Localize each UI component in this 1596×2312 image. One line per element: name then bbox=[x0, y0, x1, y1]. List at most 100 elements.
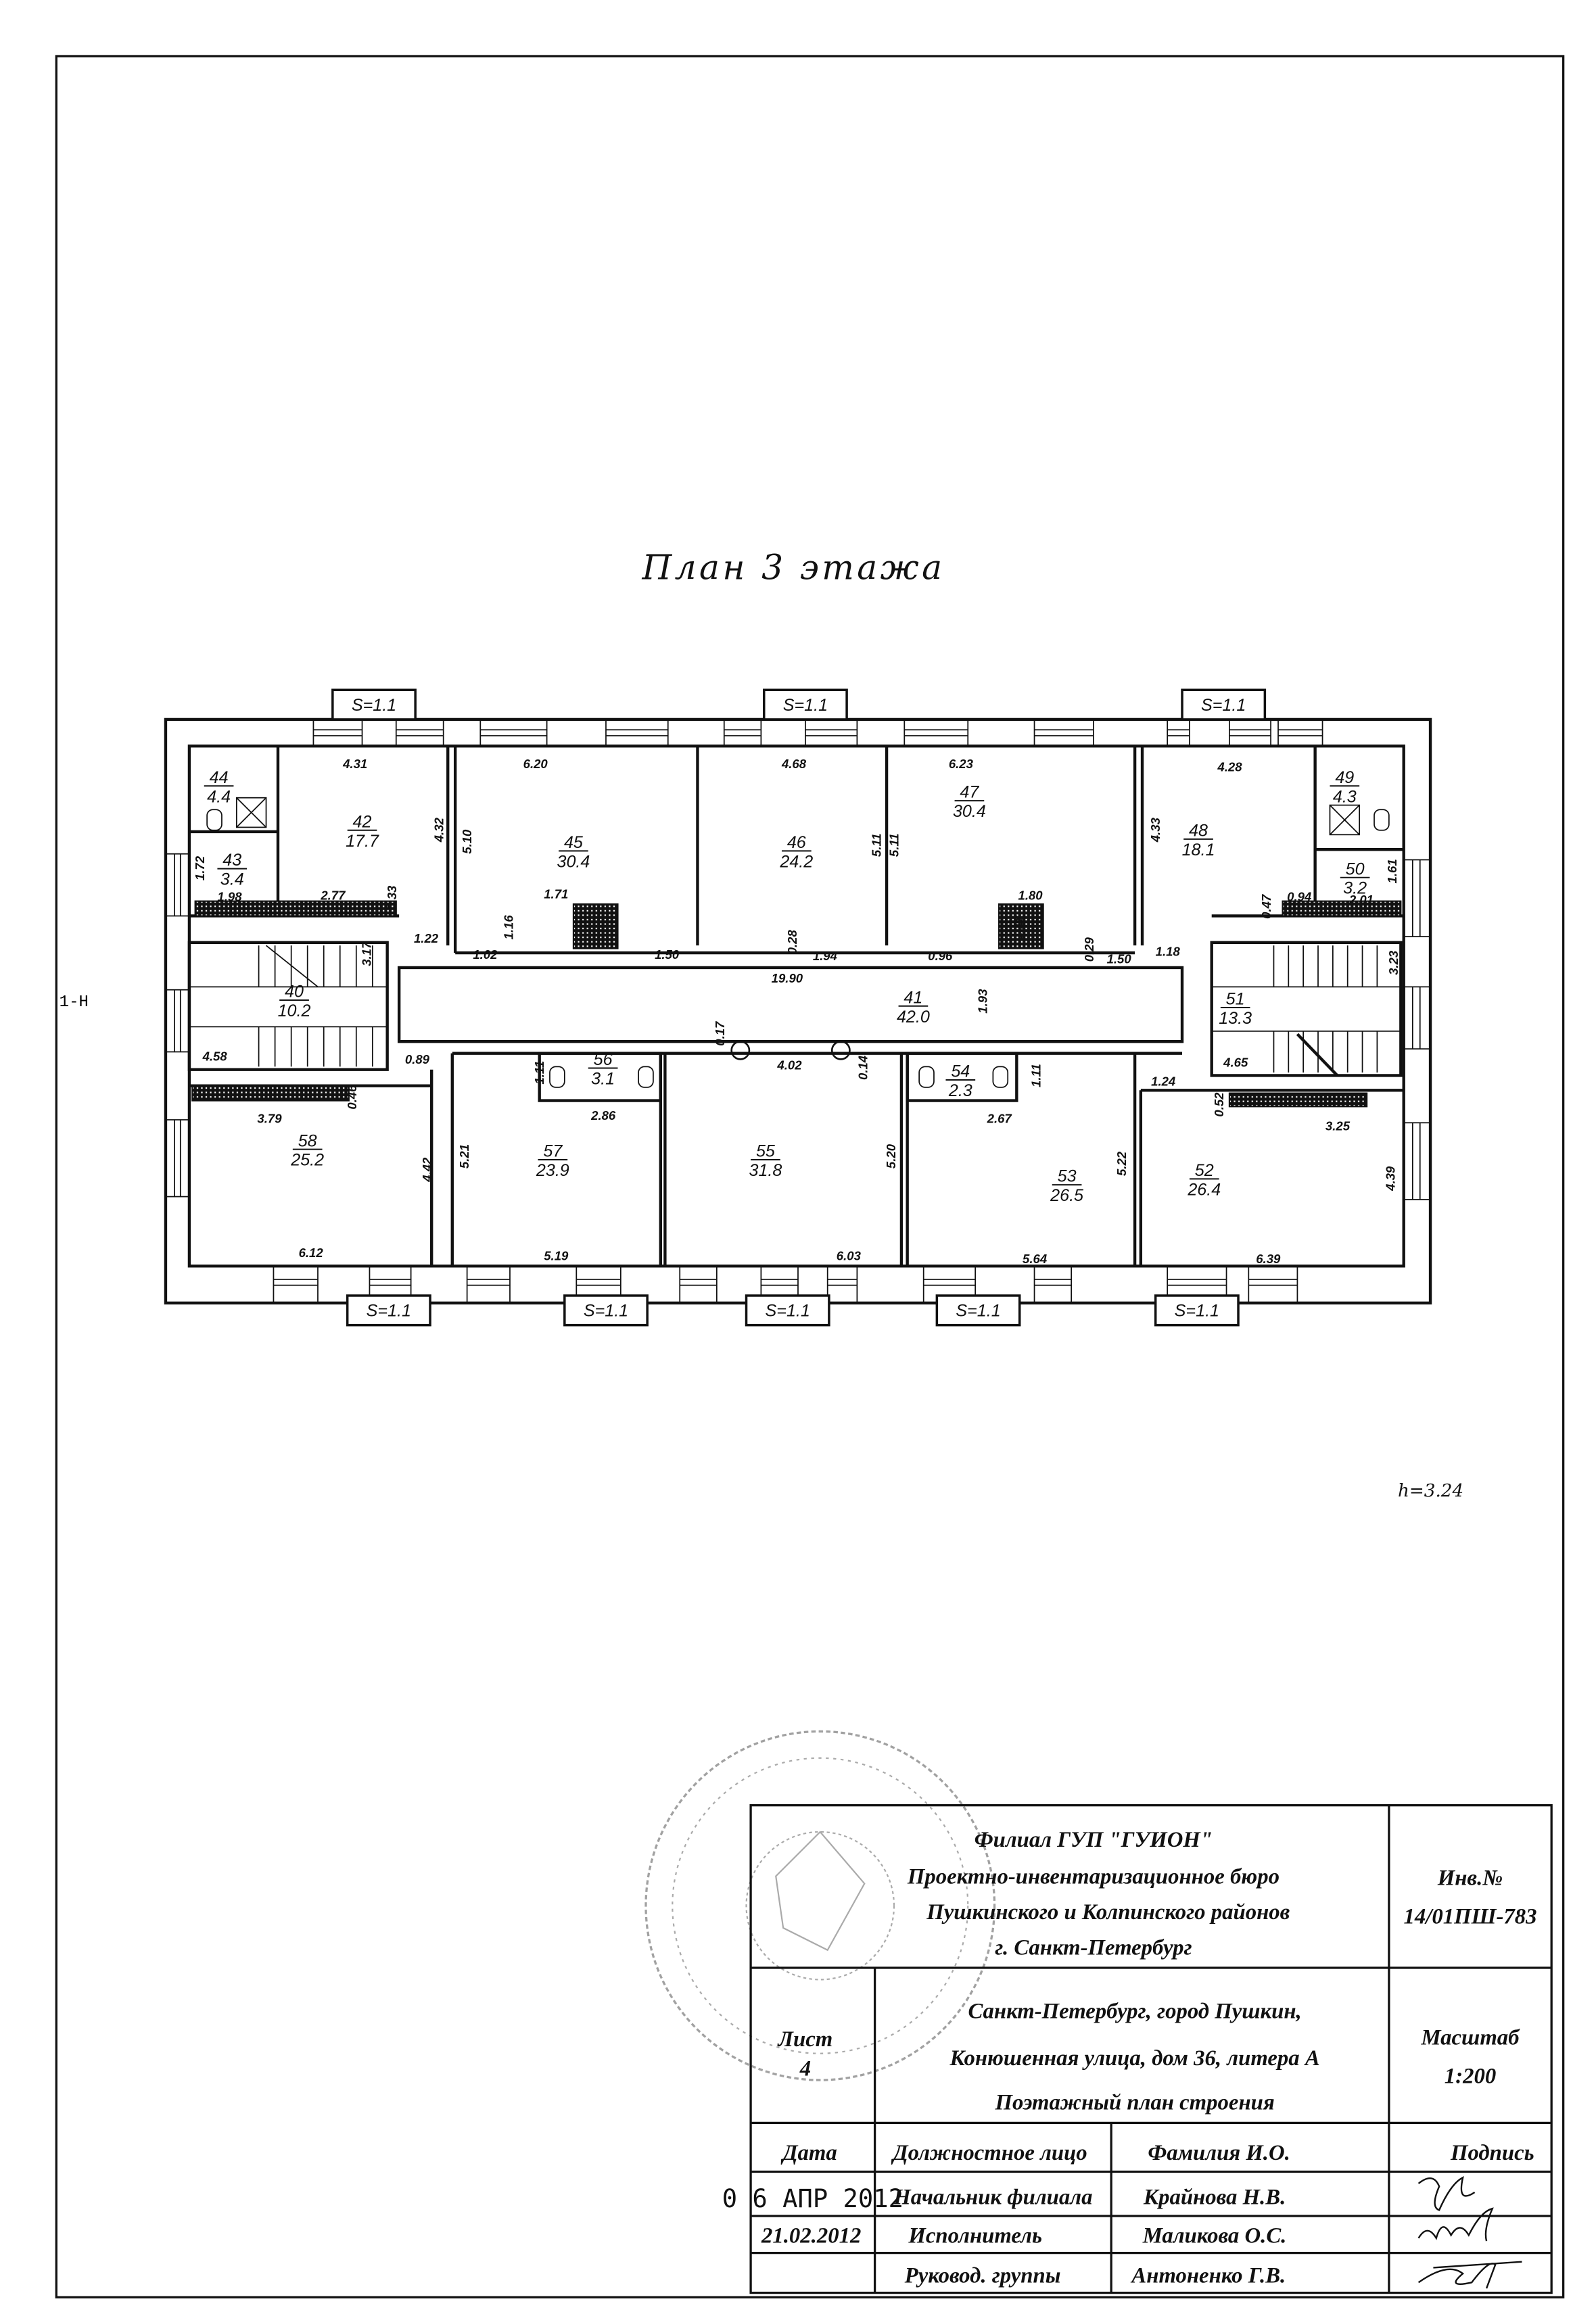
dimension-label: 2.86 bbox=[590, 1108, 616, 1123]
dimension-label: 1.16 bbox=[501, 915, 515, 940]
room-area: 26.5 bbox=[1050, 1186, 1084, 1205]
dimension-label: 1.61 bbox=[1385, 859, 1399, 883]
dimension-label: 1.94 bbox=[813, 949, 837, 963]
dimension-label: 3.23 bbox=[1386, 950, 1401, 975]
dimension-label: 4.32 bbox=[432, 817, 446, 843]
dimension-label: 0.28 bbox=[785, 930, 799, 955]
dimension-label: 5.20 bbox=[884, 1143, 898, 1169]
dimension-label: 4.65 bbox=[1223, 1055, 1248, 1069]
room-area: 42.0 bbox=[897, 1008, 930, 1027]
dimension-label: 0.17 bbox=[713, 1020, 727, 1046]
room-number: 50 bbox=[1346, 859, 1365, 878]
dimension-label: 4.31 bbox=[342, 757, 367, 771]
bay-area-label: S=1.1 bbox=[766, 1302, 810, 1321]
chimney bbox=[998, 903, 1044, 949]
bay-window: S=1.1 bbox=[563, 1294, 649, 1327]
axis-label: 1-H bbox=[60, 993, 89, 1012]
dimension-label: 4.58 bbox=[202, 1049, 228, 1064]
dimension-label: 5.19 bbox=[544, 1249, 569, 1263]
dimension-label: 2.77 bbox=[320, 888, 346, 902]
room-number: 40 bbox=[285, 983, 304, 1001]
dimension-label: 6.23 bbox=[949, 757, 974, 771]
dimension-label: 3.17 bbox=[360, 941, 374, 966]
date-stamp: 0 6 АПР 2012 bbox=[722, 2184, 903, 2213]
room-area: 23.9 bbox=[536, 1161, 569, 1180]
room-number: 55 bbox=[756, 1142, 776, 1161]
row-name: Крайнова Н.В. bbox=[1143, 2186, 1286, 2210]
row-date: 21.02.2012 bbox=[761, 2223, 861, 2248]
window bbox=[605, 719, 669, 747]
dimension-label: 1.11 bbox=[532, 1061, 546, 1085]
address-line-1: Санкт-Петербург, город Пушкин, bbox=[968, 1999, 1301, 2023]
dimension-label: 1.11 bbox=[1029, 1064, 1043, 1087]
dimension-label: 0.29 bbox=[1082, 937, 1096, 962]
room-number: 58 bbox=[298, 1131, 317, 1150]
room-number: 57 bbox=[543, 1142, 563, 1161]
room-area: 3.2 bbox=[1343, 879, 1367, 898]
bay-area-label: S=1.1 bbox=[1201, 696, 1246, 715]
dimension-label: 1.24 bbox=[1151, 1075, 1175, 1089]
round-stamp bbox=[644, 1730, 996, 2081]
window bbox=[903, 719, 969, 747]
room-area: 26.4 bbox=[1187, 1180, 1221, 1199]
window bbox=[1229, 719, 1271, 747]
room-area: 25.2 bbox=[290, 1151, 324, 1170]
dimension-label: 0.89 bbox=[405, 1052, 430, 1066]
dimension-label: 0.96 bbox=[928, 949, 953, 963]
plan-title: План 3 этажа bbox=[641, 547, 945, 587]
row-position: Начальник филиала bbox=[893, 2186, 1092, 2210]
header-name: Фамилия И.О. bbox=[1148, 2141, 1290, 2165]
header-date: Дата bbox=[780, 2141, 837, 2165]
dimension-label: 6.39 bbox=[1256, 1252, 1281, 1266]
room-area: 31.8 bbox=[749, 1161, 782, 1180]
scale-label: Масштаб bbox=[1420, 2026, 1520, 2050]
chimney bbox=[1282, 900, 1402, 917]
dimension-label: 0.14 bbox=[856, 1056, 870, 1080]
room-area: 3.4 bbox=[220, 870, 244, 889]
dimension-label: 1.80 bbox=[1018, 888, 1043, 902]
dimension-label: 2.01 bbox=[1348, 893, 1374, 907]
bay-area-label: S=1.1 bbox=[352, 696, 396, 715]
room-label: 494.3 bbox=[1330, 768, 1360, 806]
room-number: 42 bbox=[353, 812, 372, 831]
chimney bbox=[1228, 1092, 1368, 1108]
dimension-label: 4.02 bbox=[776, 1058, 802, 1072]
document-type: Поэтажный план строения bbox=[994, 2091, 1274, 2115]
window bbox=[479, 719, 548, 747]
chimney bbox=[572, 903, 619, 949]
inv-number: 14/01ПШ-783 bbox=[1404, 1904, 1537, 1929]
room-number: 49 bbox=[1335, 768, 1354, 787]
room-number: 44 bbox=[210, 768, 229, 787]
room-label: 433.4 bbox=[217, 851, 248, 889]
dimension-label: 3.25 bbox=[1325, 1118, 1351, 1133]
org-city: г. Санкт-Петербург bbox=[995, 1935, 1192, 1960]
dimension-label: 5.11 bbox=[869, 833, 883, 857]
dimension-label: 5.21 bbox=[457, 1144, 471, 1169]
dimension-label: 1.93 bbox=[976, 989, 990, 1014]
window bbox=[679, 1265, 718, 1304]
room-label: 563.1 bbox=[588, 1050, 618, 1089]
room-number: 56 bbox=[594, 1050, 613, 1069]
room-number: 48 bbox=[1189, 822, 1208, 841]
window bbox=[1167, 719, 1190, 747]
sheet-label: Лист bbox=[777, 2027, 833, 2052]
window bbox=[723, 719, 762, 747]
dimension-label: 1.02 bbox=[473, 947, 498, 962]
signatures bbox=[1417, 2175, 1522, 2289]
dimension-label: 4.39 bbox=[1384, 1166, 1398, 1192]
room-number: 54 bbox=[951, 1062, 970, 1081]
room-area: 3.1 bbox=[591, 1070, 615, 1089]
room-number: 41 bbox=[903, 988, 922, 1007]
window bbox=[1248, 1265, 1298, 1304]
dimension-label: 5.10 bbox=[460, 829, 474, 854]
dimension-label: 0.47 bbox=[1259, 893, 1273, 919]
header-signature: Подпись bbox=[1450, 2141, 1534, 2165]
